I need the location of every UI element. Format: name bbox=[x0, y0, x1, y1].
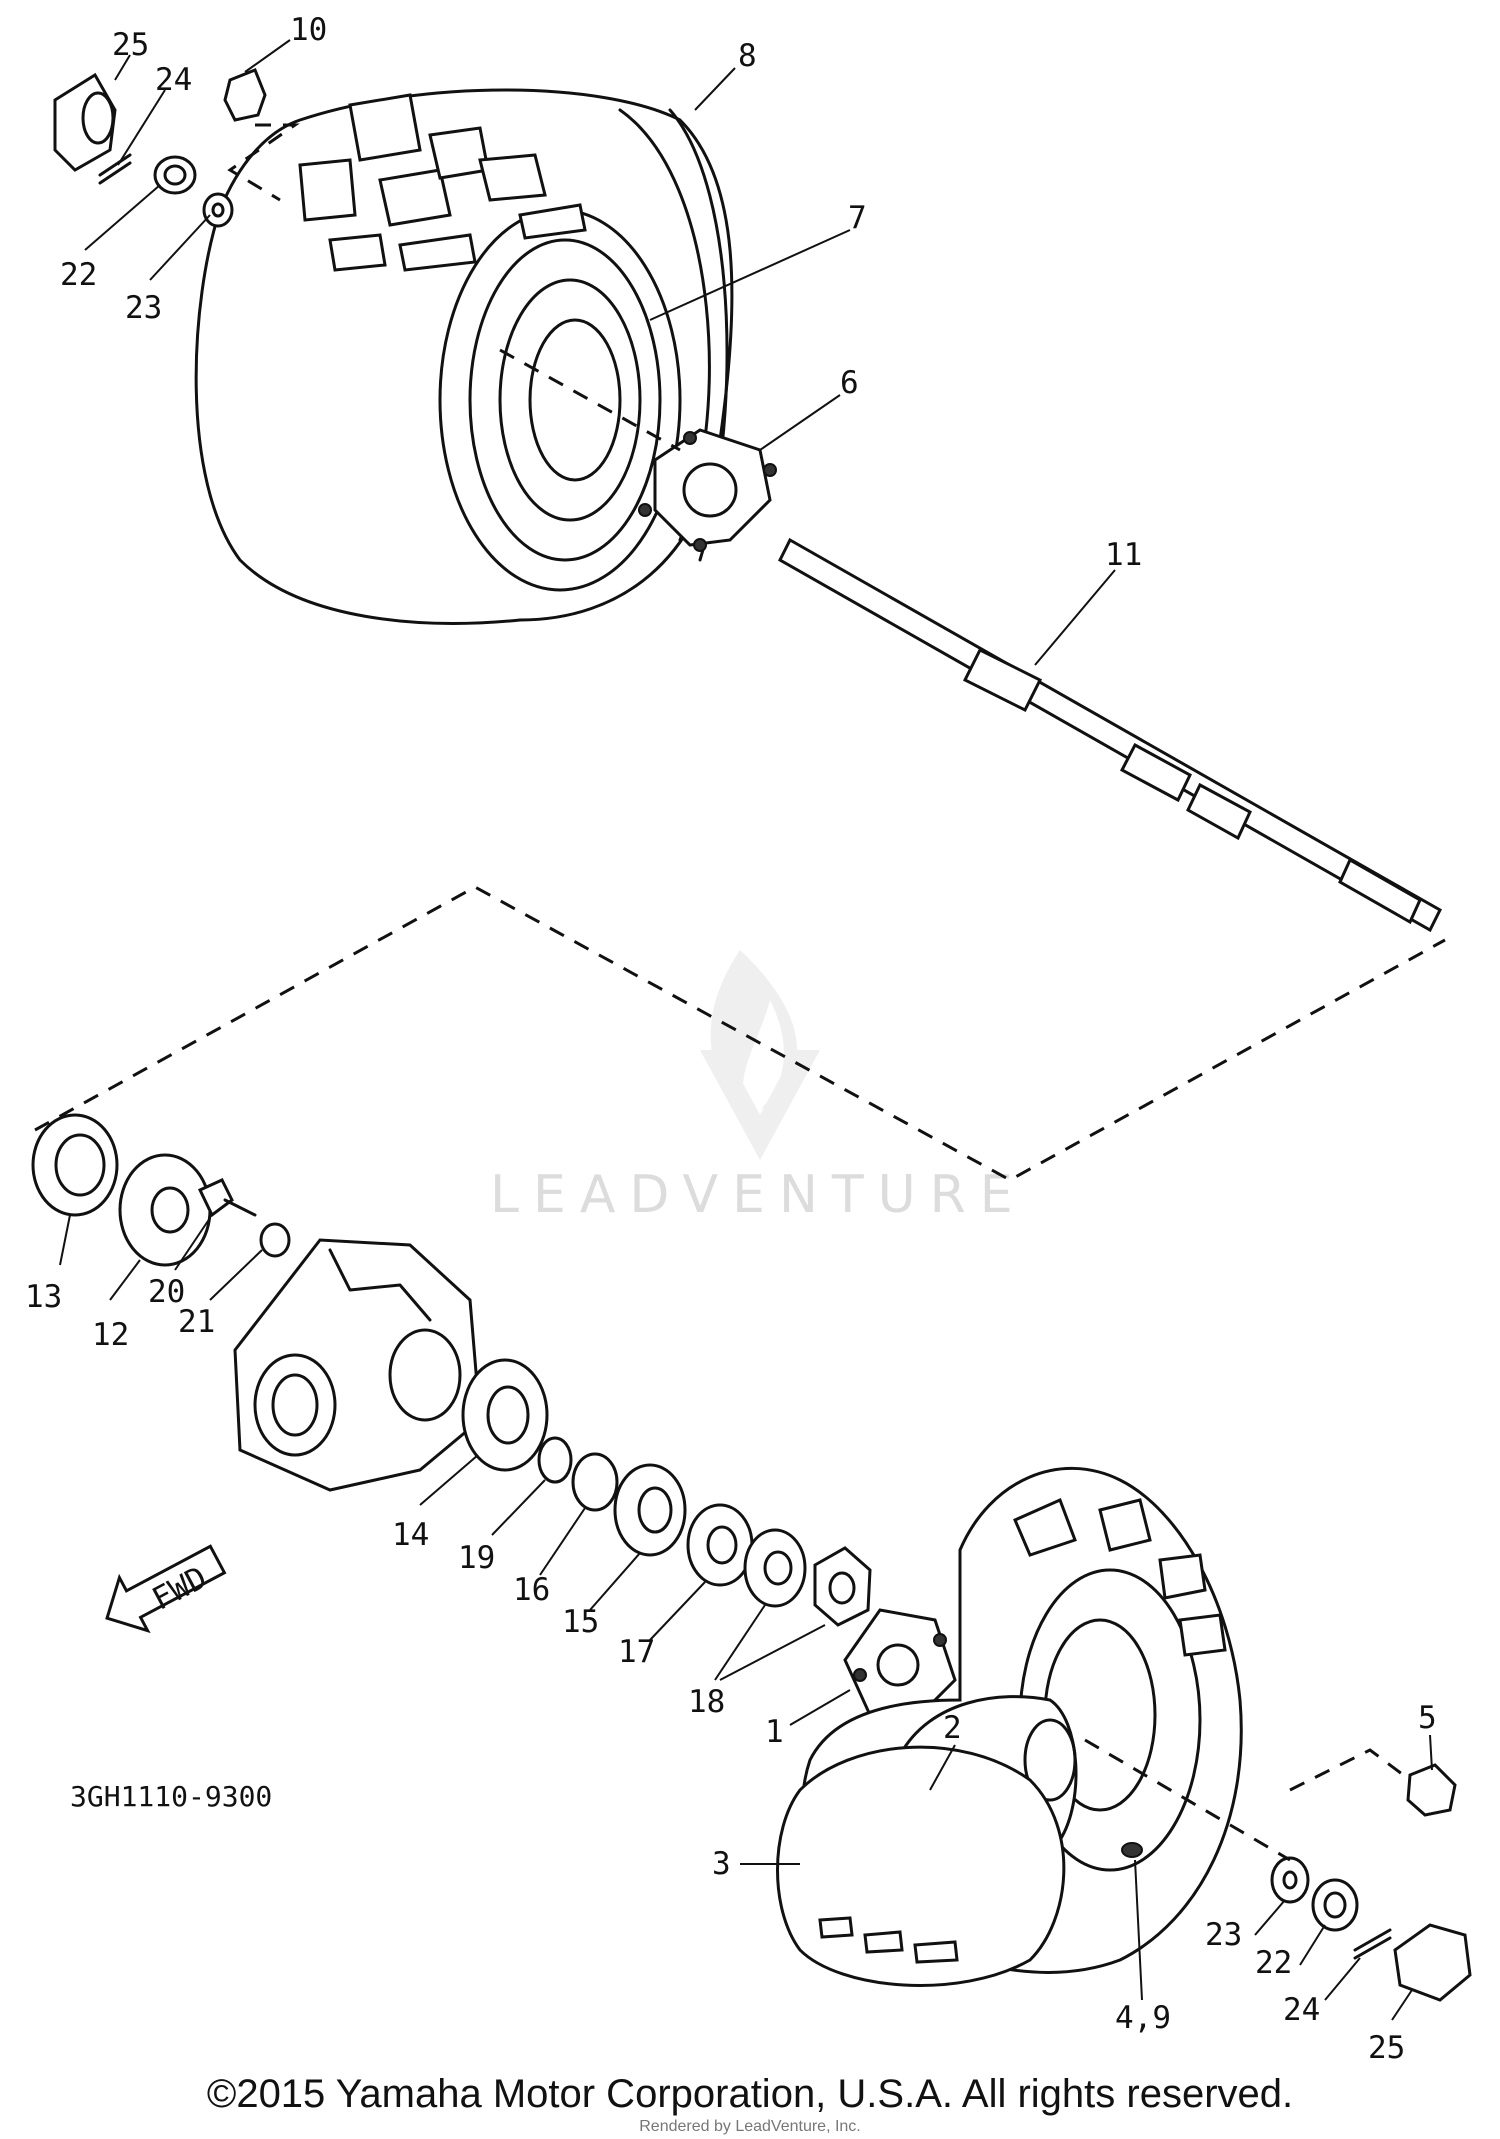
rear-tire-upper bbox=[194, 88, 734, 625]
bearing-13 bbox=[31, 1113, 119, 1217]
callout-17: 17 bbox=[618, 1634, 655, 1670]
leader-lines bbox=[59, 39, 1433, 2021]
callout-22-bottom: 22 bbox=[1255, 1945, 1292, 1981]
circlip-19 bbox=[537, 1436, 573, 1484]
rendered-by-notice: Rendered by LeadVenture, Inc. bbox=[639, 2118, 861, 2135]
spacer-16 bbox=[571, 1452, 619, 1512]
washer-21 bbox=[259, 1222, 291, 1258]
washer-17 bbox=[686, 1503, 754, 1587]
axle-housing bbox=[233, 1238, 482, 1492]
copyright-notice: ©2015 Yamaha Motor Corporation, U.S.A. A… bbox=[206, 2072, 1294, 2116]
callout-20: 20 bbox=[148, 1274, 185, 1310]
callout-19: 19 bbox=[458, 1540, 495, 1576]
callout-6: 6 bbox=[840, 365, 859, 401]
castle-nut-22-bottom bbox=[1311, 1878, 1359, 1932]
callout-15: 15 bbox=[562, 1604, 599, 1640]
callout-8: 8 bbox=[738, 38, 757, 74]
callout-23-bottom: 23 bbox=[1205, 1917, 1242, 1953]
cotter-pin-top bbox=[98, 153, 132, 185]
callout-22-top: 22 bbox=[60, 257, 97, 293]
bearing-14 bbox=[461, 1358, 549, 1472]
callout-21: 21 bbox=[178, 1304, 215, 1340]
bearing-12 bbox=[118, 1153, 212, 1267]
callout-14: 14 bbox=[392, 1517, 429, 1553]
bolt-20 bbox=[197, 1178, 257, 1218]
dust-cap-25-bottom bbox=[1393, 1923, 1472, 2002]
callout-5: 5 bbox=[1418, 1700, 1437, 1736]
callout-2: 2 bbox=[943, 1710, 962, 1746]
callout-13: 13 bbox=[25, 1279, 62, 1315]
dust-cap-top bbox=[53, 72, 117, 172]
watermark-text: LEADVENTURE bbox=[490, 1165, 1027, 1225]
callout-24-bottom: 24 bbox=[1283, 1992, 1320, 2028]
callout-1: 1 bbox=[765, 1714, 784, 1750]
callout-25-top: 25 bbox=[112, 27, 149, 63]
callout-23-top: 23 bbox=[125, 290, 162, 326]
cotter-pin-24-bottom bbox=[1353, 1928, 1392, 1960]
rear-axle bbox=[778, 537, 1442, 933]
nut-18a bbox=[743, 1528, 807, 1608]
callout-11: 11 bbox=[1105, 537, 1142, 573]
lug-nut-top bbox=[223, 68, 267, 122]
callout-3: 3 bbox=[712, 1846, 731, 1882]
valve-4-9 bbox=[1121, 1842, 1143, 1858]
callout-12: 12 bbox=[92, 1317, 129, 1353]
callout-24-top: 24 bbox=[155, 62, 192, 98]
watermark-logo bbox=[700, 950, 820, 1160]
washer-top bbox=[202, 192, 234, 228]
lug-nut-5 bbox=[1406, 1763, 1457, 1817]
castle-nut-top bbox=[153, 155, 197, 195]
callout-25-bottom: 25 bbox=[1368, 2030, 1405, 2066]
fwd-arrow bbox=[105, 1544, 227, 1634]
callout-4-9: 4,9 bbox=[1115, 2000, 1171, 2036]
callout-16: 16 bbox=[513, 1572, 550, 1608]
tire-3 bbox=[776, 1745, 1066, 1987]
washer-23-bottom bbox=[1270, 1856, 1310, 1904]
callout-18: 18 bbox=[688, 1684, 725, 1720]
diagram-code: 3GH1110-9300 bbox=[70, 1780, 272, 1813]
wheel-hub-upper bbox=[638, 428, 777, 552]
callout-10: 10 bbox=[290, 12, 327, 48]
nut-18b bbox=[813, 1546, 872, 1627]
callout-7: 7 bbox=[848, 200, 867, 236]
oil-seal-15 bbox=[613, 1463, 687, 1557]
